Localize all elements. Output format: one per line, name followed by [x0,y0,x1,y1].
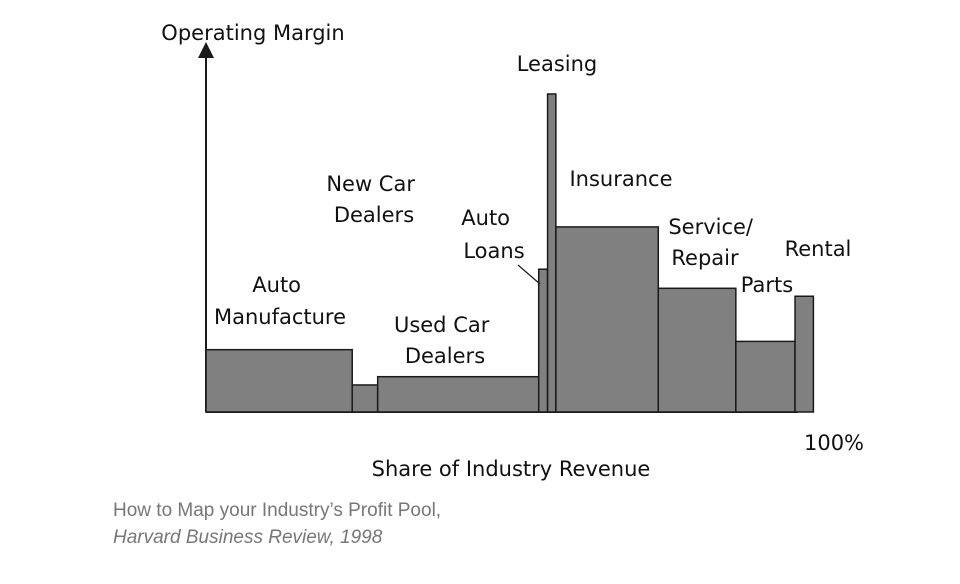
bar-auto-loans [537,268,549,413]
bars-group [205,93,815,413]
bar-parts [735,340,796,413]
x-axis-end-label: 100% [804,431,864,455]
label-leasing: Leasing [517,52,598,76]
label-used-car-dealers: Used Car Dealers [394,313,496,368]
source-citation-title: How to Map your Industry’s Profit Pool, [113,500,442,521]
bar-service-repair [657,287,737,413]
bar-used-car-dealers [376,375,540,413]
y-axis-label: Operating Margin [161,21,344,45]
label-new-car-dealers: New Car Dealers [326,172,421,227]
label-auto-loans: Auto Loans [461,206,524,263]
bar-new-car-dealers [351,384,379,413]
auto-loans-leader-line [517,264,541,285]
x-axis-label: Share of Industry Revenue [372,457,651,481]
label-service-repair: Service/ Repair [668,215,759,270]
bar-rental [794,295,815,413]
label-auto-manufacture: Auto Manufacture [214,273,346,329]
bar-auto-manufacture [205,348,353,413]
category-labels: Auto Manufacture New Car Dealers Used Ca… [214,52,851,368]
label-rental: Rental [785,237,852,261]
label-insurance: Insurance [569,167,672,191]
source-citation-journal: Harvard Business Review, 1998 [113,527,383,548]
label-parts: Parts [741,273,793,297]
bar-leasing [546,93,557,413]
bar-insurance [555,226,660,413]
